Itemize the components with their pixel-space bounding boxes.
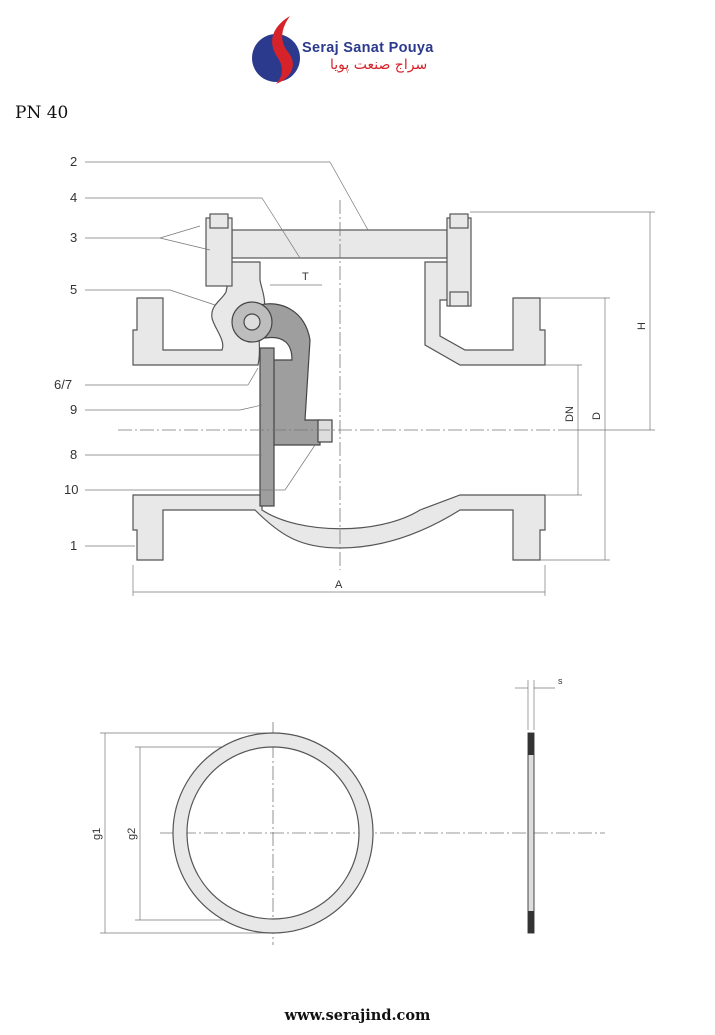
part-label: 9	[70, 402, 77, 417]
part-label: 10	[64, 482, 78, 497]
part-label: 5	[70, 282, 77, 297]
dim-g2: g2	[126, 828, 138, 840]
website-link[interactable]: www.serajind.com	[284, 1007, 431, 1024]
part-label: 2	[70, 154, 77, 169]
cover-plate	[231, 229, 448, 259]
part-label: 8	[70, 447, 77, 462]
part-label: 3	[70, 230, 77, 245]
dim-A: A	[335, 579, 343, 591]
swing-check-valve-drawing: 2 4 3 5 6/7 9 8 10 1 T A DN D H g1 g2 s	[54, 154, 655, 945]
company-name-fa: سراج صنعت پویا	[330, 57, 428, 73]
dim-s: s	[558, 676, 563, 686]
dim-g1: g1	[91, 828, 103, 840]
part-label: 6/7	[54, 377, 72, 392]
dim-DN: DN	[564, 406, 576, 422]
part-label: 1	[70, 538, 77, 553]
company-logo-mark	[252, 16, 300, 84]
gasket-ring	[172, 732, 374, 934]
dim-H: H	[636, 322, 648, 330]
dim-D: D	[591, 412, 603, 420]
company-name-en: Seraj Sanat Pouya	[302, 40, 434, 56]
dim-T: T	[302, 271, 309, 283]
disc	[259, 347, 275, 507]
gasket-side-view	[527, 732, 535, 934]
part-label: 4	[70, 190, 77, 205]
pressure-rating-title: PN 40	[15, 103, 69, 123]
disc-arm	[259, 303, 321, 446]
